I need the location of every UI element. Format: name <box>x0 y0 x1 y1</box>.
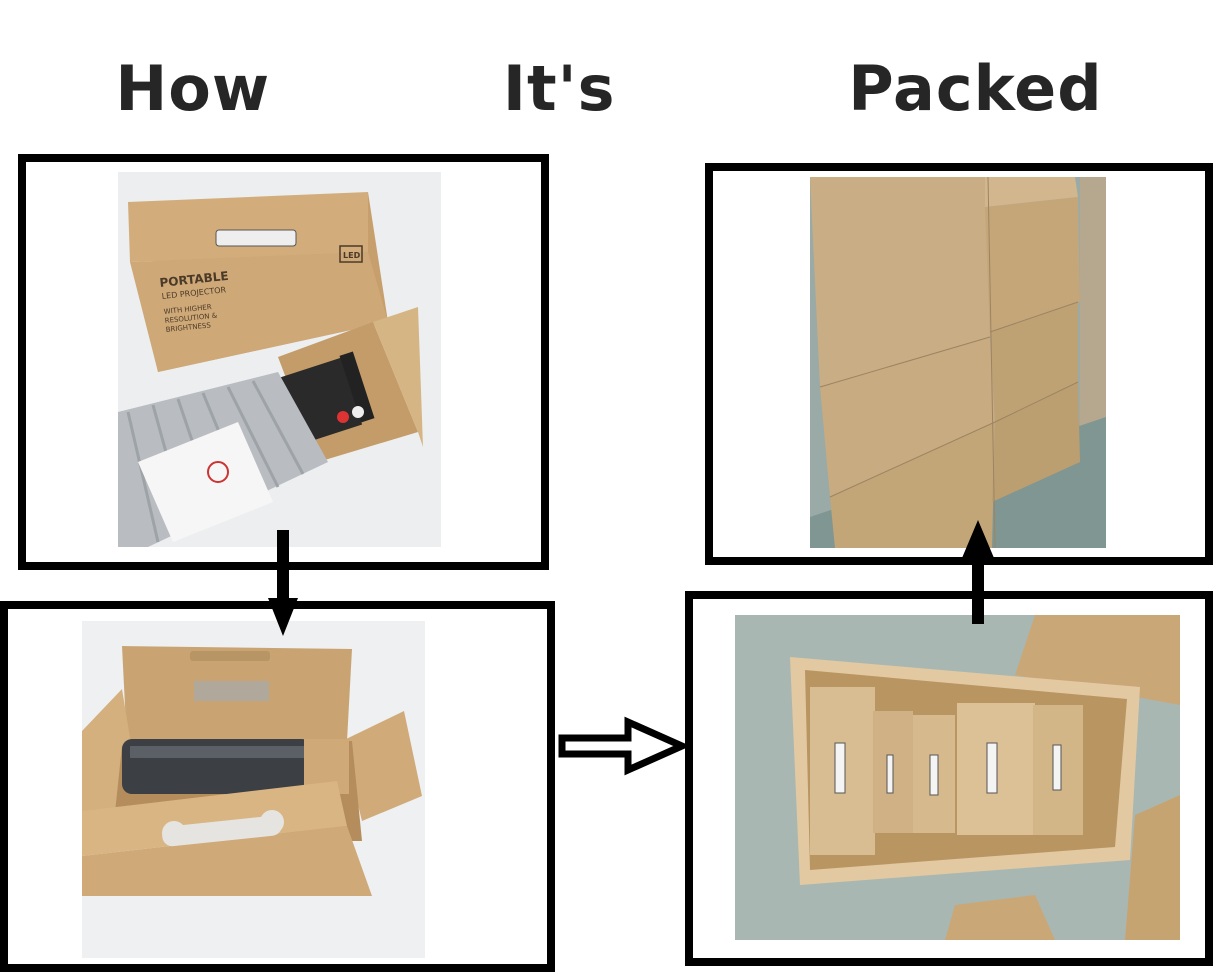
led-badge: LED <box>343 251 361 260</box>
page-title: How It's Packed <box>115 52 1103 125</box>
projector-box-with-accessories-photo: PORTABLE LED PROJECTOR WITH HIGHER RESOL… <box>118 172 441 547</box>
boxes-packed-in-carton-photo <box>735 615 1180 940</box>
arrow-right-outline-icon <box>558 716 690 776</box>
arrow-up-icon <box>962 520 994 624</box>
stacked-cartons-photo <box>810 177 1106 548</box>
arrow-down-icon <box>268 530 298 636</box>
projector-in-open-box-photo <box>82 621 425 958</box>
